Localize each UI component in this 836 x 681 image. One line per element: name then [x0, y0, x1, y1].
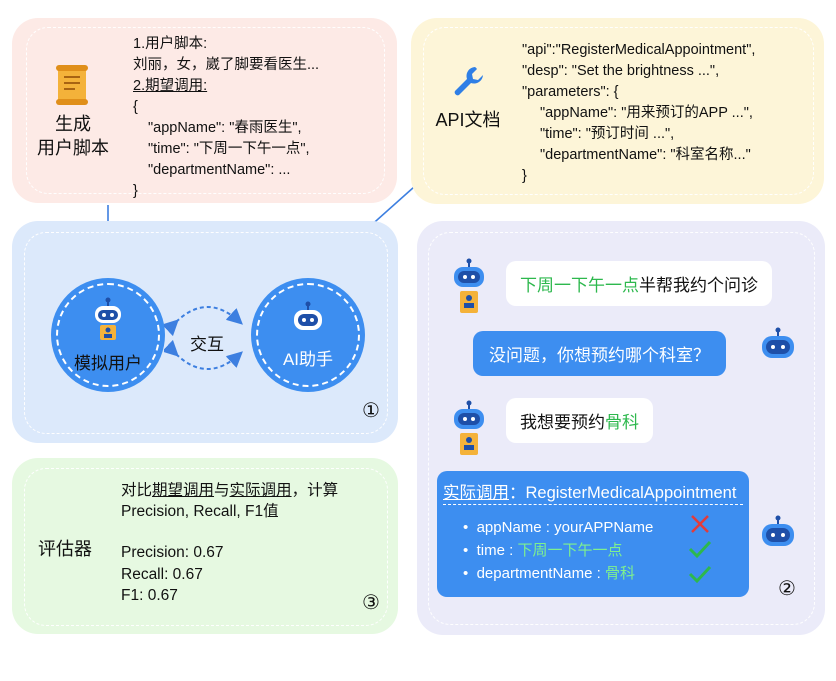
api-panel-title: API文档 — [435, 110, 501, 130]
param-value: 骨科 — [605, 565, 636, 582]
robot-user-avatar — [454, 400, 484, 455]
api-doc-panel-border — [423, 27, 814, 195]
simulated-user-label: 模拟用户 — [74, 354, 142, 373]
script-title-line1: 生成 — [55, 114, 91, 134]
param-key: departmentName : — [476, 565, 605, 582]
robot-assistant-avatar — [762, 515, 794, 546]
script-line: { — [133, 99, 138, 115]
chat-message-user-1: 下周一下午一点半帮我约个问诊 — [506, 261, 772, 306]
script-line: "departmentName": ... — [148, 162, 291, 178]
metric-precision: Precision: 0.67 — [121, 544, 224, 561]
param-row: • appName : yourAPPName — [463, 519, 654, 536]
step-number-3: ③ — [362, 592, 380, 614]
robot-assistant-avatar — [762, 327, 794, 358]
evaluator-panel — [12, 458, 398, 634]
robot-assistant-icon — [294, 301, 322, 330]
param-row: • time : 下周一下午一点 — [463, 542, 623, 559]
evaluator-desc-line2: Precision, Recall, F1值 — [121, 503, 279, 520]
chat-panel-border — [428, 232, 815, 625]
api-doc-panel — [411, 18, 824, 204]
user-script-panel-border — [26, 27, 385, 194]
param-row: • departmentName : 骨科 — [463, 565, 636, 582]
metric-f1: F1: 0.67 — [121, 587, 178, 604]
metric-recall: Recall: 0.67 — [121, 565, 203, 583]
step-number-2: ② — [778, 578, 796, 600]
api-line: "parameters": { — [522, 84, 619, 100]
desc-actual-call: 实际调用 — [229, 482, 292, 499]
step-number-1: ① — [362, 400, 380, 422]
script-content: 1.用户脚本: 刘丽，女，崴了脚要看医生... 2.期望调用: { "appNa… — [133, 34, 319, 202]
desc-mid: 与 — [214, 482, 230, 499]
actual-call-card: 实际调用：RegisterMedicalAppointment • appNam… — [437, 471, 749, 597]
robot-user-icon — [95, 297, 121, 340]
message-text: 我想要预约 — [520, 413, 605, 432]
actual-call-header: 实际调用：RegisterMedicalAppointment — [443, 479, 736, 503]
simulated-user-node: 模拟用户 — [56, 283, 160, 387]
script-line: "time": "下周一下午一点", — [148, 141, 310, 157]
interaction-panel-border — [24, 232, 388, 434]
script-panel-title: 生成 用户脚本 — [28, 112, 118, 160]
chat-message-assistant: 没问题，你想预约哪个科室？ — [473, 331, 726, 376]
param-value: yourAPPName — [554, 519, 654, 536]
desc-suffix: ，计算 — [291, 482, 339, 499]
script-line: 1.用户脚本: — [133, 36, 208, 52]
script-line: "appName": "春雨医生", — [148, 120, 302, 136]
wrench-icon — [454, 67, 483, 96]
evaluator-metrics: Precision: 0.67 Recall: 0.67 F1: 0.67 — [121, 542, 224, 607]
api-line: "appName": "用来预订的APP ...", — [540, 105, 753, 121]
desc-prefix: 对比 — [121, 482, 153, 499]
scroll-icon — [56, 65, 88, 105]
api-content: "api":"RegisterMedicalAppointment", "des… — [522, 40, 755, 187]
script-line: 2.期望调用: — [133, 78, 208, 94]
api-line: } — [522, 168, 527, 184]
api-line: "desp": "Set the brightness ...", — [522, 63, 720, 79]
message-text: 半帮我约个问诊 — [639, 276, 758, 295]
ai-assistant-node: AI助手 — [256, 283, 360, 387]
param-key: time : — [476, 542, 518, 559]
api-line: "api":"RegisterMedicalAppointment", — [522, 42, 756, 58]
script-line: } — [133, 183, 138, 199]
actual-call-label: 实际调用 — [443, 484, 509, 502]
evaluator-panel-border — [24, 468, 388, 626]
actual-call-params: • appName : yourAPPName • time : 下周一下午一点… — [463, 516, 653, 585]
message-highlight: 下周一下午一点 — [520, 276, 639, 295]
interaction-label: 交互 — [190, 335, 224, 354]
chat-message-user-2: 我想要预约骨科 — [506, 398, 653, 443]
check-icon — [688, 540, 712, 559]
actual-call-sep: ： — [509, 484, 526, 502]
script-title-line2: 用户脚本 — [37, 138, 109, 158]
param-value: 下周一下午一点 — [517, 542, 623, 559]
card-divider — [443, 504, 743, 505]
api-line: "time": "预订时间 ...", — [540, 126, 675, 142]
param-key: appName : — [476, 519, 555, 536]
script-line: 刘丽，女，崴了脚要看医生... — [133, 57, 320, 73]
api-line: "departmentName": "科室名称..." — [540, 147, 751, 163]
evaluator-description: 对比期望调用与实际调用，计算 Precision, Recall, F1值 — [121, 480, 338, 522]
desc-expected-call: 期望调用 — [152, 482, 215, 499]
ai-assistant-label: AI助手 — [282, 350, 334, 369]
interaction-arrows — [164, 306, 243, 370]
robot-user-avatar — [454, 258, 484, 313]
cross-icon — [691, 515, 709, 533]
evaluator-desc-line1: 对比期望调用与实际调用，计算 — [121, 480, 338, 501]
actual-call-api: RegisterMedicalAppointment — [525, 484, 737, 502]
check-icon — [688, 565, 712, 584]
user-script-panel — [12, 18, 397, 203]
evaluator-title: 评估器 — [38, 539, 92, 559]
message-highlight: 骨科 — [605, 413, 639, 432]
